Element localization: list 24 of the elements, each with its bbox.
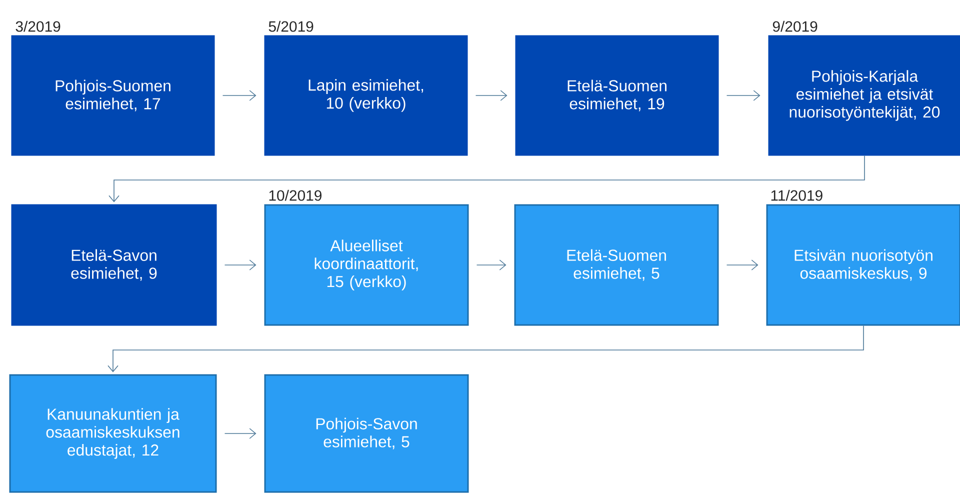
date-label: 9/2019 bbox=[772, 20, 818, 32]
process-box: Pohjois-Savon esimiehet, 5 bbox=[264, 374, 469, 493]
process-box: Alueelliset koordinaattorit, 15 (verkko) bbox=[264, 204, 469, 326]
date-label: 10/2019 bbox=[269, 190, 322, 201]
process-box: Etelä-Suomen esimiehet, 19 bbox=[515, 35, 719, 156]
process-box: Etelä-Suomen esimiehet, 5 bbox=[514, 204, 719, 326]
process-box: Etelä-Savon esimiehet, 9 bbox=[11, 204, 217, 326]
date-label: 11/2019 bbox=[771, 190, 822, 201]
process-box: Pohjois-Suomen esimiehet, 17 bbox=[11, 35, 215, 156]
process-box: Pohjois-Karjala esimiehet ja etsivät nuorisotyöntekijät, 20 bbox=[768, 35, 960, 156]
arrow bbox=[222, 90, 256, 101]
arrow bbox=[108, 155, 865, 202]
date-label: 5/2019 bbox=[268, 20, 314, 32]
arrow bbox=[726, 90, 760, 101]
arrow bbox=[224, 260, 256, 270]
arrow bbox=[108, 325, 864, 372]
date-label: 3/2019 bbox=[16, 20, 60, 32]
process-box: Etsivän nuorisotyön osaamiskeskus, 9 bbox=[766, 204, 960, 326]
process-box: Lapin esimiehet, 10 (verkko) bbox=[264, 35, 468, 156]
arrow bbox=[476, 260, 506, 270]
process-box: Kanuunakuntien ja osaamiskeskuksen edustajat, 12 bbox=[9, 374, 217, 493]
arrow bbox=[475, 90, 508, 101]
arrow bbox=[224, 428, 256, 439]
arrow bbox=[726, 260, 758, 270]
